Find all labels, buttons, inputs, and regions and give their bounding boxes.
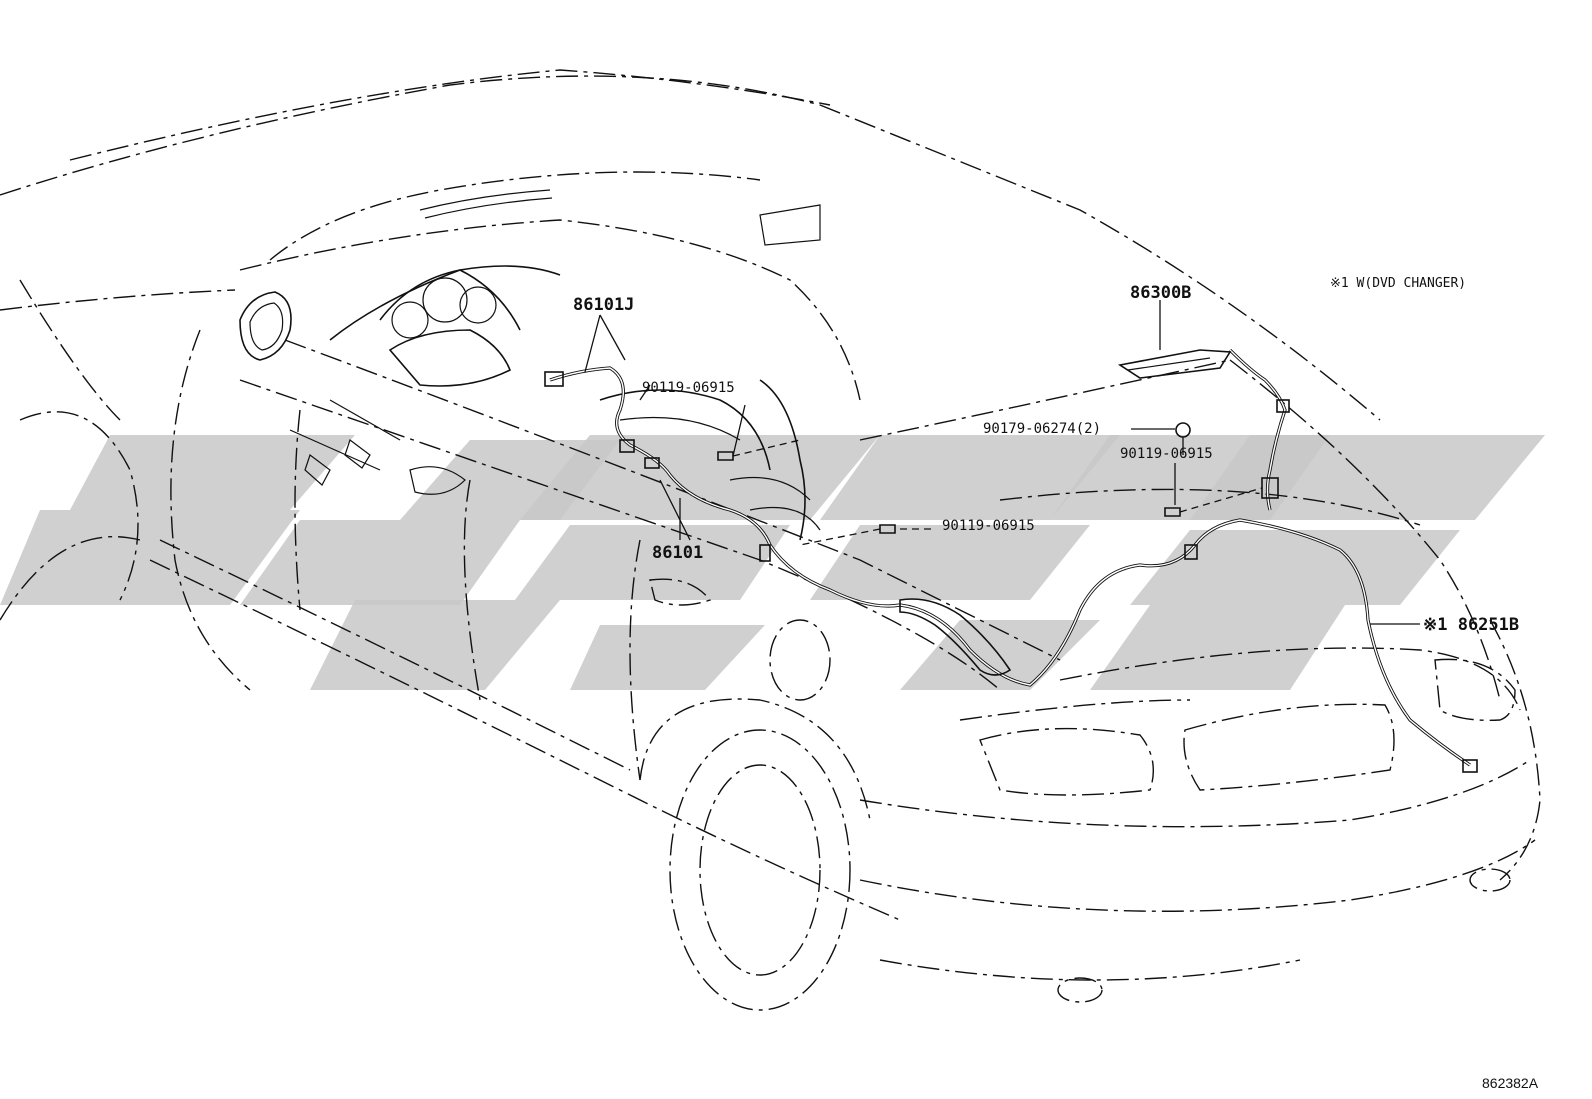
label-86101: 86101 <box>652 543 703 563</box>
part-labels: 86101J 90119-06915 86101 86300B 90179-06… <box>573 276 1539 1091</box>
label-bolt-a: 90119-06915 <box>642 380 735 396</box>
interior-details <box>239 189 821 541</box>
label-86101j: 86101J <box>573 295 634 315</box>
label-86300b: 86300B <box>1130 283 1191 303</box>
car-body-outline <box>0 69 1541 1011</box>
label-bolt-b: 90119-06915 <box>1120 446 1213 462</box>
note-dvd-changer: ※1 W(DVD CHANGER) <box>1330 276 1466 291</box>
drawing-code: 862382A <box>1482 1075 1539 1091</box>
leader-lines <box>584 300 1420 625</box>
label-bolt-c: 90119-06915 <box>942 518 1035 534</box>
watermark-logo <box>0 435 1545 690</box>
label-86251b: ※1 86251B <box>1423 615 1519 635</box>
wire-harness <box>544 348 1478 773</box>
label-clip: 90179-06274(2) <box>983 421 1101 437</box>
